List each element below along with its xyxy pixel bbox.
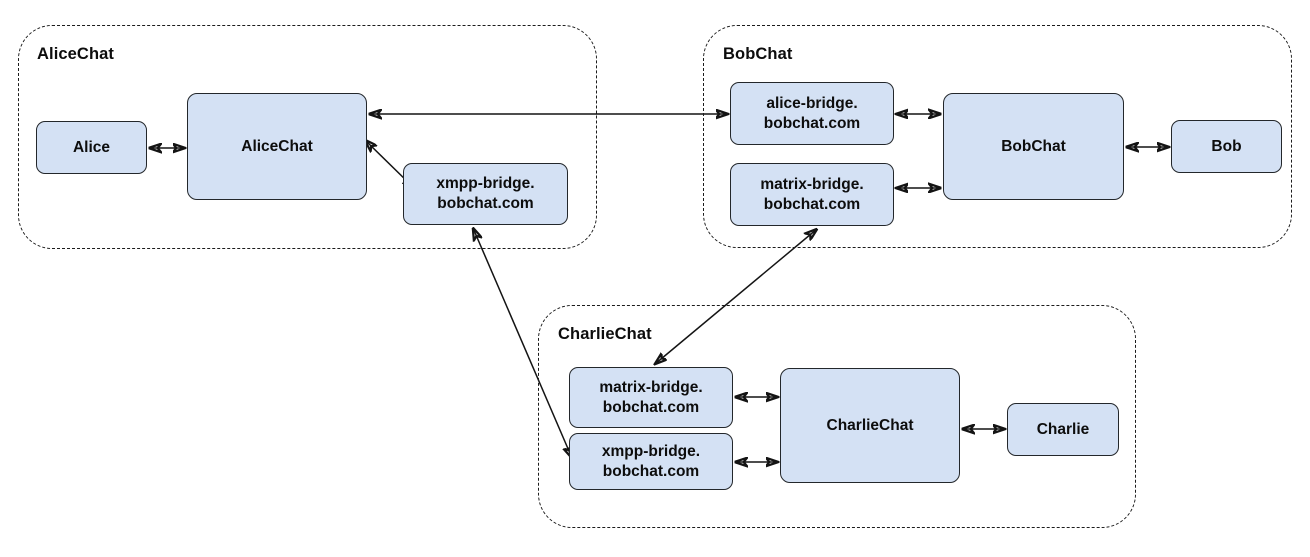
- node-alice-label: Alice: [72, 138, 111, 156]
- container-label-alicechat: AliceChat: [37, 45, 115, 63]
- node-charlie-matrix-bridge[interactable]: matrix-bridge. bobchat.com: [569, 367, 733, 428]
- node-charliechat-server[interactable]: CharlieChat: [780, 368, 960, 483]
- node-bobchat-server[interactable]: BobChat: [943, 93, 1124, 200]
- node-alicechat-server[interactable]: AliceChat: [187, 93, 367, 200]
- node-charlie-xmpp-bridge-label: xmpp-bridge. bobchat.com: [601, 442, 701, 480]
- node-alice-xmpp-bridge[interactable]: xmpp-bridge. bobchat.com: [403, 163, 568, 225]
- node-charlie[interactable]: Charlie: [1007, 403, 1119, 456]
- node-charlie-xmpp-bridge[interactable]: xmpp-bridge. bobchat.com: [569, 433, 733, 490]
- node-bob-alice-bridge[interactable]: alice-bridge. bobchat.com: [730, 82, 894, 145]
- node-bob-label: Bob: [1211, 137, 1242, 155]
- node-bob-matrix-bridge-label: matrix-bridge. bobchat.com: [760, 175, 864, 213]
- container-alicechat[interactable]: [18, 25, 597, 249]
- node-bobchat-server-label: BobChat: [1001, 137, 1066, 155]
- node-charlie-label: Charlie: [1036, 420, 1090, 438]
- container-label-charliechat: CharlieChat: [558, 325, 652, 343]
- node-alice-xmpp-bridge-label: xmpp-bridge. bobchat.com: [436, 175, 535, 212]
- container-label-bobchat: BobChat: [723, 45, 793, 63]
- node-alice[interactable]: Alice: [36, 121, 147, 174]
- container-bobchat[interactable]: [703, 25, 1292, 248]
- node-charlie-matrix-bridge-label: matrix-bridge. bobchat.com: [599, 378, 703, 416]
- node-bob[interactable]: Bob: [1171, 120, 1282, 173]
- node-bob-matrix-bridge[interactable]: matrix-bridge. bobchat.com: [730, 163, 894, 226]
- node-bob-alice-bridge-label: alice-bridge. bobchat.com: [763, 94, 861, 132]
- container-charliechat[interactable]: [538, 305, 1136, 528]
- node-charliechat-server-label: CharlieChat: [826, 416, 914, 434]
- node-alicechat-server-label: AliceChat: [241, 137, 313, 155]
